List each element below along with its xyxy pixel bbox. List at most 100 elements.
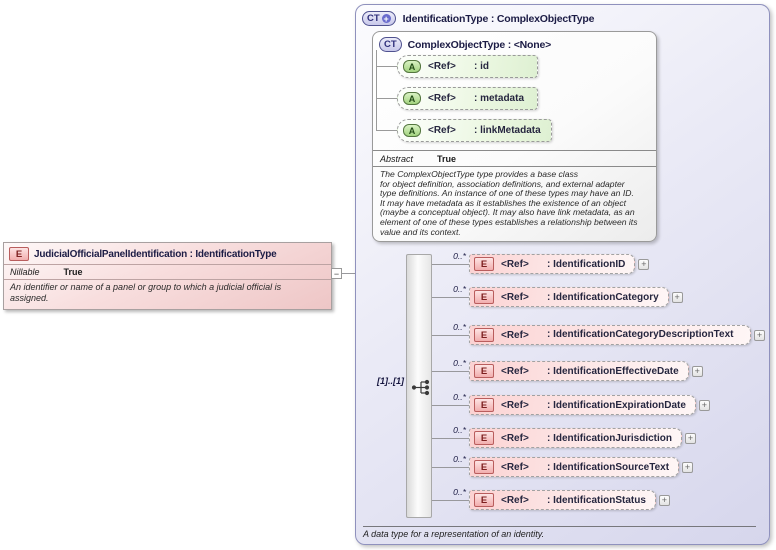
row-connector: 0..* [432, 487, 469, 511]
row-connector: 0..* [432, 425, 469, 449]
expand-button[interactable]: + [698, 399, 710, 411]
attribute-name: : metadata [474, 93, 525, 104]
element-name: : IdentificationSourceText [547, 461, 670, 473]
attribute-icon: A [403, 92, 421, 105]
element-ref: <Ref> [501, 432, 529, 444]
occurrence-label: 0..* [453, 454, 466, 464]
derived-plus-icon: + [381, 13, 391, 24]
connector-line [432, 335, 469, 336]
row-connector: 0..* [432, 251, 469, 275]
expand-button[interactable]: + [671, 291, 683, 303]
element-icon: E [474, 431, 494, 445]
connector-line [432, 467, 469, 468]
type-node-identification-type[interactable]: CT + IdentificationType : ComplexObjectT… [355, 4, 770, 545]
element-node[interactable]: E <Ref> : IdentificationID [469, 254, 636, 274]
element-ref: <Ref> [501, 461, 529, 473]
element-icon: E [474, 493, 494, 507]
element-name: : IdentificationEffectiveDate [547, 365, 679, 377]
attribute-node-id[interactable]: A <Ref> : id [397, 55, 538, 78]
attribute-connector-stub [376, 98, 397, 99]
attribute-ref: <Ref> [428, 61, 456, 72]
element-node-judicial-official-panel-identification[interactable]: E JudicialOfficialPanelIdentification : … [3, 242, 332, 310]
facet-label: Nillable [10, 267, 40, 277]
connector-line [432, 438, 469, 439]
facet-label: Abstract [380, 154, 414, 164]
expand-button[interactable]: + [682, 461, 694, 473]
connector-line [342, 273, 364, 274]
expand-button[interactable]: + [691, 365, 703, 377]
element-node[interactable]: E <Ref> : IdentificationSourceText [469, 457, 680, 477]
type-node-header: CT + IdentificationType : ComplexObjectT… [362, 11, 594, 26]
sequence-icon [411, 379, 430, 396]
element-icon: E [9, 247, 29, 261]
element-node[interactable]: E <Ref> : IdentificationJurisdiction [469, 428, 683, 448]
attribute-node-link-metadata[interactable]: A <Ref> : linkMetadata [397, 119, 552, 142]
expand-button[interactable]: + [658, 494, 670, 506]
element-icon: E [474, 290, 494, 304]
occurrence-label: 0..* [453, 425, 466, 435]
element-ref: <Ref> [501, 329, 529, 341]
element-row-identification-source-text: 0..* E <Ref> : IdentificationSourceText … [432, 454, 694, 478]
element-icon: E [474, 460, 494, 474]
element-row-identification-category-description-text: 0..* E <Ref> : IdentificationCategoryDes… [432, 318, 765, 352]
expand-button[interactable]: + [685, 432, 697, 444]
element-annotation: An identifier or name of a panel or grou… [4, 279, 331, 305]
collapse-button[interactable]: − [331, 268, 342, 279]
element-row-identification-expiration-date: 0..* E <Ref> : IdentificationExpirationD… [432, 392, 710, 416]
attribute-icon: A [403, 60, 421, 73]
row-connector: 0..* [432, 284, 469, 308]
element-row-identification-category: 0..* E <Ref> : IdentificationCategory + [432, 284, 683, 308]
occurrence-label: 0..* [453, 284, 466, 294]
occurrence-label: 0..* [453, 322, 466, 332]
element-icon: E [474, 257, 494, 271]
connector-line [432, 405, 469, 406]
base-type-annotation-wrap: The ComplexObjectType type provides a ba… [373, 166, 656, 240]
attribute-node-metadata[interactable]: A <Ref> : metadata [397, 87, 538, 110]
element-ref: <Ref> [501, 494, 529, 506]
row-connector: 0..* [432, 318, 469, 352]
element-row-identification-id: 0..* E <Ref> : IdentificationID + [432, 251, 650, 275]
element-node[interactable]: E <Ref> : IdentificationExpirationDate [469, 395, 696, 415]
base-type-title: ComplexObjectType : <None> [407, 38, 552, 51]
row-connector: 0..* [432, 392, 469, 416]
element-ref: <Ref> [501, 291, 529, 303]
abstract-facet-row: Abstract True [373, 150, 656, 166]
attribute-connector-line [376, 50, 377, 131]
element-icon: E [474, 364, 494, 378]
annotation-separator [363, 526, 756, 527]
element-name: : IdentificationCategoryDescriptionText [547, 329, 734, 340]
base-type-annotation: The ComplexObjectType type provides a ba… [380, 169, 638, 237]
element-node-header: E JudicialOfficialPanelIdentification : … [4, 243, 331, 264]
element-row-identification-jurisdiction: 0..* E <Ref> : IdentificationJurisdictio… [432, 425, 697, 449]
element-node[interactable]: E <Ref> : IdentificationCategoryDescript… [469, 325, 751, 345]
element-row-identification-status: 0..* E <Ref> : IdentificationStatus + [432, 487, 670, 511]
element-name: : IdentificationCategory [547, 291, 659, 303]
connector-line [432, 264, 469, 265]
row-connector: 0..* [432, 454, 469, 478]
attribute-name: : linkMetadata [474, 125, 541, 136]
element-node[interactable]: E <Ref> : IdentificationCategory [469, 287, 669, 307]
attribute-ref: <Ref> [428, 125, 456, 136]
element-row-identification-effective-date: 0..* E <Ref> : IdentificationEffectiveDa… [432, 358, 703, 382]
facet-value: True [437, 154, 457, 164]
element-ref: <Ref> [501, 365, 529, 377]
complex-type-derived-icon: CT + [362, 11, 396, 26]
occurrence-label: 0..* [453, 392, 466, 402]
expand-button[interactable]: + [638, 258, 650, 270]
sequence-cardinality: [1]..[1] [377, 376, 404, 386]
base-type-node-complex-object-type[interactable]: CT ComplexObjectType : <None> A <Ref> : … [372, 31, 657, 242]
connector-line [432, 371, 469, 372]
element-node[interactable]: E <Ref> : IdentificationStatus [469, 490, 656, 510]
attribute-name: : id [474, 61, 489, 72]
expand-button[interactable]: + [754, 329, 765, 341]
attribute-icon: A [403, 124, 421, 137]
base-type-header: CT ComplexObjectType : <None> [379, 37, 551, 52]
row-connector: 0..* [432, 358, 469, 382]
element-icon: E [474, 398, 494, 412]
element-name: : IdentificationID [547, 258, 626, 270]
complex-type-icon-label: CT [367, 13, 380, 24]
base-type-meta: Abstract True The ComplexObjectType type… [373, 150, 656, 240]
element-node[interactable]: E <Ref> : IdentificationEffectiveDate [469, 361, 689, 381]
type-node-title: IdentificationType : ComplexObjectType [402, 12, 595, 25]
